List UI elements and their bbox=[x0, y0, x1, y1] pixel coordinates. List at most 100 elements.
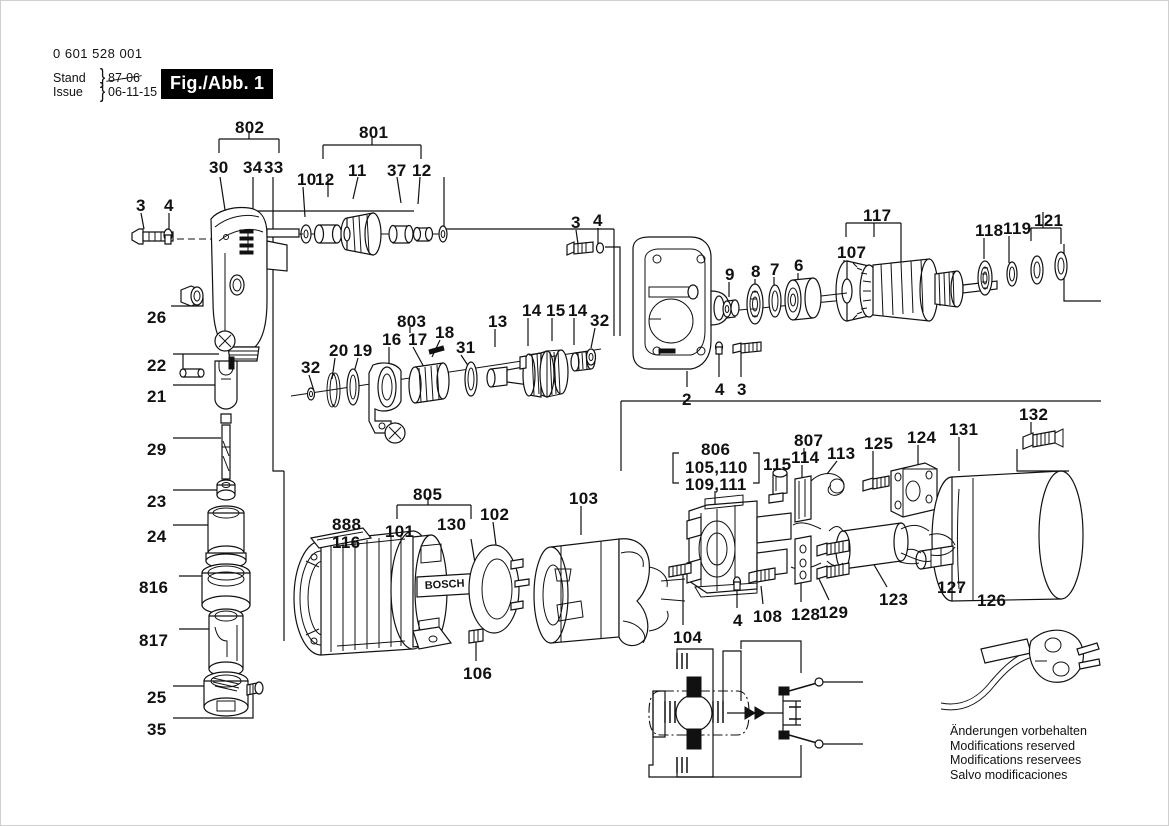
issue-date: 06-11-15 bbox=[108, 85, 158, 99]
callout-29: 29 bbox=[147, 440, 167, 459]
handle-housing-part-30 bbox=[210, 206, 300, 362]
circlip-20 bbox=[326, 372, 341, 408]
callout-807: 807 bbox=[794, 431, 824, 450]
callout-803: 803 bbox=[397, 312, 427, 331]
callout-802: 802 bbox=[235, 118, 265, 137]
callout-816: 816 bbox=[139, 578, 169, 597]
part-114 bbox=[794, 475, 812, 523]
pin-18 bbox=[428, 345, 445, 355]
callout-9: 9 bbox=[725, 265, 735, 284]
fan-107 bbox=[835, 260, 879, 322]
part-106 bbox=[468, 628, 484, 644]
body-817 bbox=[208, 608, 244, 677]
part-number: 0 601 528 001 bbox=[53, 46, 143, 61]
callout-8: 8 bbox=[751, 262, 761, 281]
screw-35 bbox=[246, 681, 264, 696]
stand-date-struck: 87-06 bbox=[108, 71, 140, 85]
callout-14-a: 14 bbox=[522, 301, 542, 320]
callout-104: 104 bbox=[673, 628, 703, 647]
callout-132: 132 bbox=[1019, 405, 1049, 424]
footer-line-de: Änderungen vorbehalten bbox=[950, 724, 1087, 738]
bearing-row bbox=[722, 277, 942, 325]
callout-801: 801 bbox=[359, 123, 389, 142]
callout-109-111: 109,111 bbox=[685, 475, 747, 494]
callout-888: 888 bbox=[332, 515, 362, 534]
block-124 bbox=[890, 462, 938, 518]
nut-26 bbox=[180, 285, 204, 307]
end-cap-131 bbox=[931, 470, 1084, 602]
callout-106: 106 bbox=[463, 664, 493, 683]
footer-line-fr: Modifications reservees bbox=[950, 753, 1082, 768]
callout-102: 102 bbox=[480, 505, 510, 524]
callout-35: 35 bbox=[147, 720, 167, 739]
washer-119 bbox=[1006, 261, 1018, 287]
callout-806: 806 bbox=[701, 440, 731, 459]
screw-3-upper-gearbox bbox=[566, 241, 605, 256]
gearbox-housing-2 bbox=[632, 236, 730, 370]
callout-15: 15 bbox=[546, 301, 566, 320]
callout-121: 121 bbox=[1034, 211, 1064, 230]
spindle-row-middle bbox=[290, 345, 602, 434]
callout-117: 117 bbox=[863, 206, 892, 225]
stator-103 bbox=[533, 538, 686, 647]
callout-16: 16 bbox=[382, 330, 402, 349]
callout-124: 124 bbox=[907, 428, 937, 447]
callout-131: 131 bbox=[949, 420, 979, 439]
callout-14-b: 14 bbox=[568, 301, 588, 320]
screw-108 bbox=[748, 567, 776, 584]
callout-11: 11 bbox=[348, 161, 367, 180]
callout-32-b: 32 bbox=[590, 311, 610, 330]
screw-3-gearbox bbox=[732, 341, 762, 354]
callout-10: 10 bbox=[297, 170, 317, 189]
callout-19: 19 bbox=[353, 341, 373, 360]
bracket-16 bbox=[368, 362, 402, 434]
callout-3-gearbox: 3 bbox=[571, 213, 581, 232]
brush-housing-806 bbox=[668, 494, 792, 598]
callout-123: 123 bbox=[879, 590, 909, 609]
stand-label: Stand bbox=[53, 71, 86, 85]
part-128 bbox=[794, 535, 812, 585]
end-cap-102 bbox=[468, 544, 530, 634]
callout-6: 6 bbox=[794, 256, 804, 275]
collar-816 bbox=[201, 563, 251, 615]
callout-107: 107 bbox=[837, 243, 867, 262]
spindle-row-upper bbox=[299, 212, 448, 256]
part-113 bbox=[810, 473, 845, 496]
nut-25 bbox=[203, 671, 249, 717]
screw-125 bbox=[862, 475, 890, 492]
callout-4-upper-left: 4 bbox=[164, 196, 174, 215]
callout-119: 119 bbox=[1003, 219, 1032, 238]
callout-128: 128 bbox=[791, 605, 821, 624]
rod-29 bbox=[220, 413, 232, 480]
spring-104 bbox=[668, 562, 692, 578]
callout-108: 108 bbox=[753, 607, 783, 626]
label-plate-888-116 bbox=[309, 527, 373, 549]
washer-4-gearbox bbox=[714, 341, 724, 355]
issue-label: Issue bbox=[53, 85, 83, 99]
callout-4-under: 4 bbox=[715, 380, 725, 399]
brace-bottom: } bbox=[99, 79, 106, 103]
part-115 bbox=[768, 468, 788, 504]
callout-114: 114 bbox=[791, 448, 820, 467]
stand-issue-block: Stand } 87-06 Issue } 06-11-15 bbox=[53, 67, 158, 103]
callout-116: 116 bbox=[332, 533, 361, 552]
power-cord-126 bbox=[940, 629, 1101, 711]
callout-22: 22 bbox=[147, 356, 167, 375]
vertical-column-parts bbox=[179, 330, 406, 717]
callout-105-110: 105,110 bbox=[685, 458, 748, 477]
callout-25: 25 bbox=[147, 688, 167, 707]
callout-26: 26 bbox=[147, 308, 167, 327]
callout-103: 103 bbox=[569, 489, 599, 508]
callout-21: 21 bbox=[147, 387, 167, 406]
seal-23 bbox=[216, 479, 236, 501]
callout-4-gearbox: 4 bbox=[593, 211, 603, 230]
bearing-8 bbox=[746, 283, 764, 325]
callout-3-upper-left: 3 bbox=[136, 196, 146, 215]
callout-32-a: 32 bbox=[301, 358, 321, 377]
callout-12-a: 12 bbox=[315, 170, 335, 189]
washer-4-switch bbox=[732, 576, 742, 591]
callout-18: 18 bbox=[435, 323, 455, 342]
callout-13: 13 bbox=[488, 312, 508, 331]
callout-20: 20 bbox=[329, 341, 349, 360]
